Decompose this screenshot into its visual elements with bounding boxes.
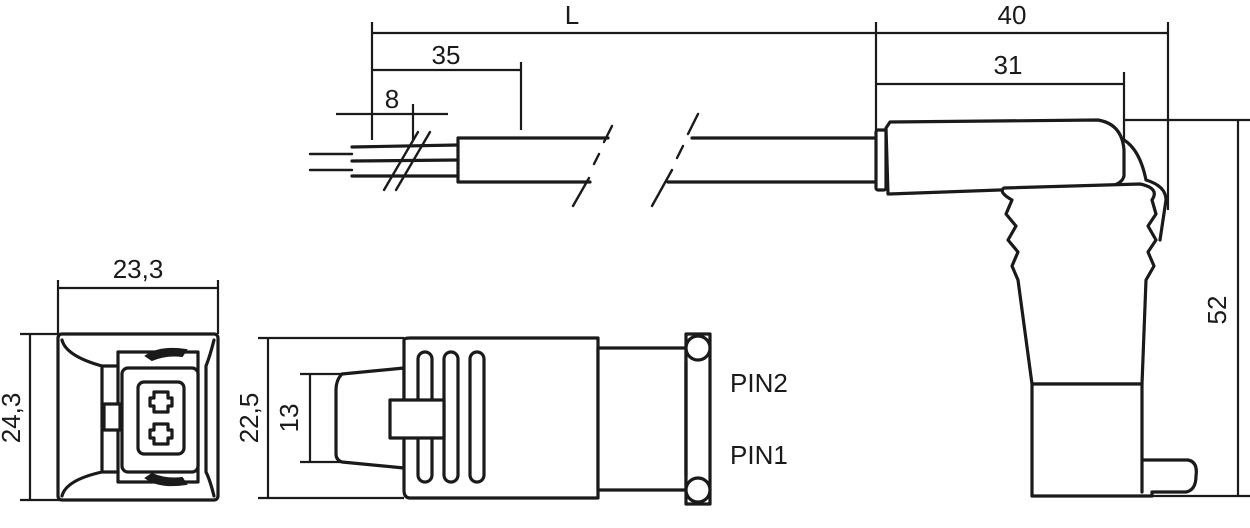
dimension-L: L — [370, 0, 1168, 140]
dimension-35: 35 — [372, 40, 523, 130]
cable-jacket — [456, 112, 880, 208]
dimension-22-5: 22,5 — [234, 336, 404, 500]
dim-label-35: 35 — [432, 40, 461, 70]
dimension-40: 40 — [998, 0, 1170, 210]
dim-label-24-3: 24,3 — [0, 393, 26, 444]
angled-connector — [874, 118, 1198, 498]
dim-label-8: 8 — [385, 84, 399, 114]
dim-label-40: 40 — [998, 0, 1027, 30]
dimension-52: 52 — [1124, 118, 1250, 498]
dim-label-52: 52 — [1202, 296, 1232, 325]
pin-contact-bottom — [148, 422, 174, 446]
dimension-31: 31 — [876, 50, 1126, 140]
dim-label-23-3: 23,3 — [113, 254, 164, 284]
side-view: L 40 35 31 8 — [308, 0, 1250, 498]
dimension-23-3: 23,3 — [56, 254, 220, 334]
dim-label-L: L — [565, 0, 579, 30]
pin-contact-top — [148, 390, 174, 414]
dim-label-22-5: 22,5 — [234, 393, 264, 444]
dimension-8: 8 — [336, 84, 448, 140]
pin1-label: PIN1 — [730, 440, 788, 470]
dim-label-31: 31 — [994, 50, 1023, 80]
front-view: 23,3 24,3 — [0, 254, 220, 502]
top-view: 22,5 13 PIN2 PIN1 — [234, 332, 788, 506]
wire-ends — [308, 130, 460, 192]
dim-label-13: 13 — [274, 404, 304, 433]
pin2-label: PIN2 — [730, 368, 788, 398]
dimension-24-3: 24,3 — [0, 332, 62, 502]
